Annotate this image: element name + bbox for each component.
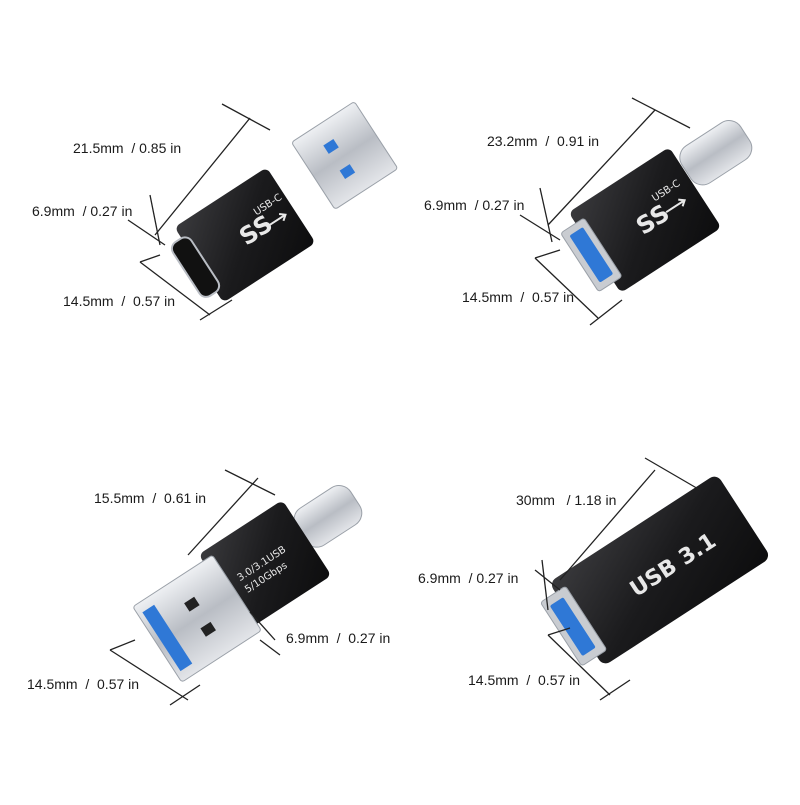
width-label-4: 14.5mm / 0.57 in bbox=[468, 672, 581, 688]
adapter-usb-a-to-usb-c-female: SS USB-C bbox=[127, 102, 398, 321]
dimension-lines bbox=[127, 103, 271, 321]
usb-c-plug bbox=[679, 120, 753, 186]
width-label-3: 14.5mm / 0.57 in bbox=[27, 676, 140, 692]
width-label-1: 14.5mm / 0.57 in bbox=[63, 293, 176, 309]
height-label-4: 6.9mm / 0.27 in bbox=[418, 570, 519, 586]
adapter-usb-a-female-to-usb-c-female: USB 3.1 bbox=[534, 457, 769, 701]
length-label-1: 21.5mm / 0.85 in bbox=[73, 140, 182, 156]
adapter-usb-c-to-usb-a-female: SS USB-C bbox=[519, 97, 753, 326]
length-label-4: 30mm / 1.18 in bbox=[516, 492, 617, 508]
adapter-body: USB 3.1 bbox=[540, 476, 769, 666]
length-label-3: 15.5mm / 0.61 in bbox=[94, 490, 207, 506]
adapter-body: SS USB-C bbox=[561, 149, 720, 292]
adapter-body: SS USB-C bbox=[170, 169, 314, 301]
height-label-1: 6.9mm / 0.27 in bbox=[32, 203, 133, 219]
dimension-lines bbox=[534, 457, 701, 701]
usb-a-plug bbox=[133, 555, 261, 682]
usb-a-plug bbox=[292, 102, 398, 209]
dimension-lines bbox=[109, 469, 281, 706]
adapter-usb-a-to-usb-c-male: 3.0/3.1USB 5/10Gbps bbox=[109, 469, 363, 706]
length-label-2: 23.2mm / 0.91 in bbox=[487, 133, 600, 149]
height-label-2: 6.9mm / 0.27 in bbox=[424, 197, 525, 213]
width-label-2: 14.5mm / 0.57 in bbox=[462, 289, 575, 305]
dimension-lines bbox=[519, 97, 691, 326]
usb-trident-icon bbox=[268, 213, 287, 227]
height-label-3: 6.9mm / 0.27 in bbox=[286, 630, 391, 646]
usb-trident-icon bbox=[665, 198, 686, 214]
